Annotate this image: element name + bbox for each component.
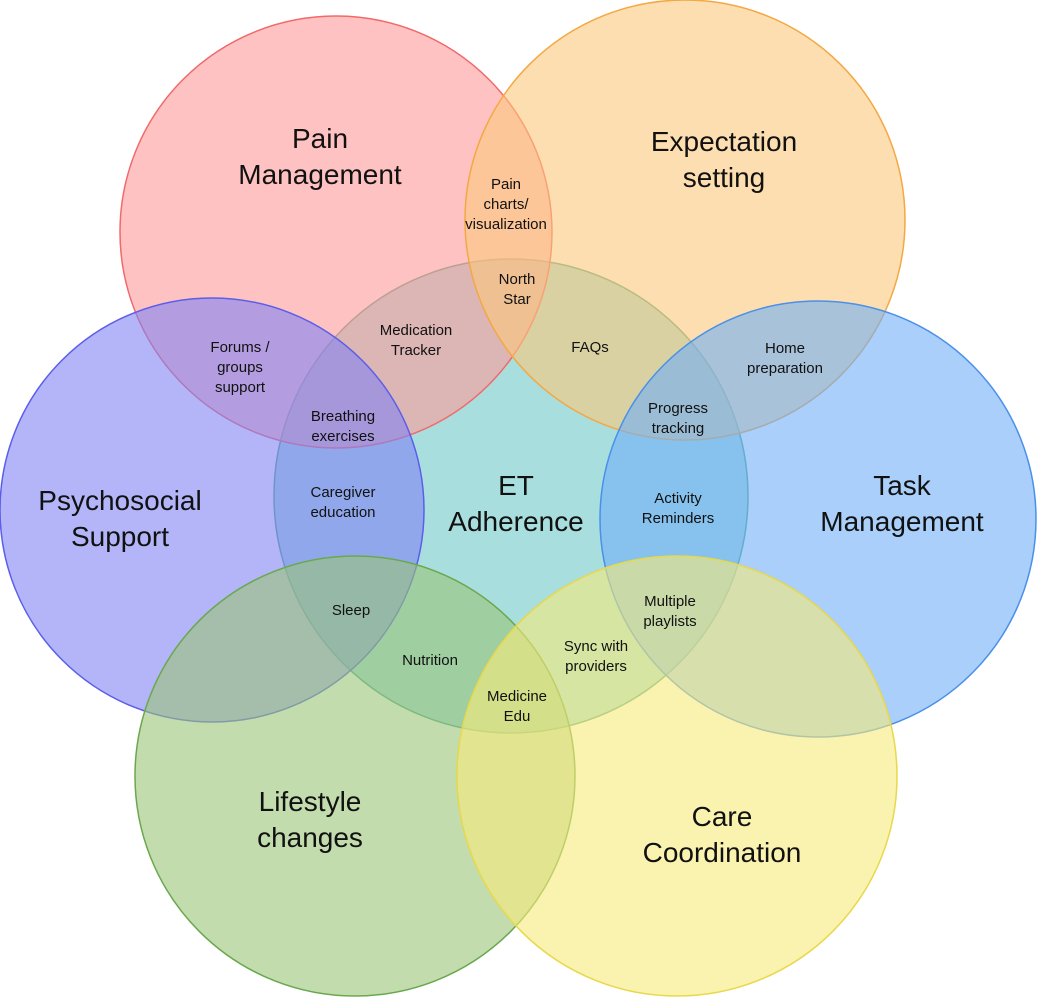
circle-care-coordination — [456, 555, 898, 997]
overlap-nutrition: Nutrition — [402, 652, 458, 669]
overlap-sleep: Sleep — [332, 602, 370, 619]
overlap-faqs: FAQs — [571, 339, 609, 356]
